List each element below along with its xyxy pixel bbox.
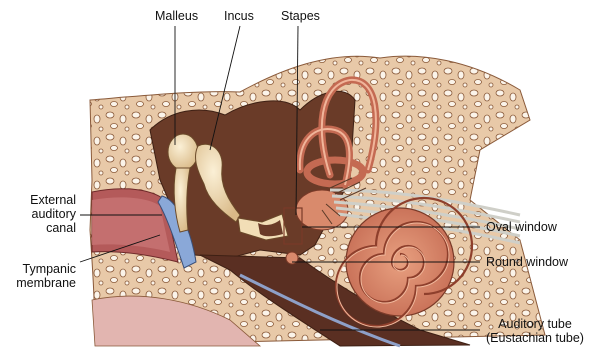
label-oval-window: Oval window bbox=[486, 220, 557, 234]
label-external-line3: canal bbox=[10, 221, 76, 235]
label-tympanic-line2: membrane bbox=[8, 276, 76, 290]
label-auditory-tube: Auditory tube (Eustachian tube) bbox=[486, 317, 584, 345]
label-external-line2: auditory bbox=[10, 207, 76, 221]
label-tympanic-membrane: Tympanic membrane bbox=[8, 262, 76, 290]
label-external-auditory-canal: External auditory canal bbox=[10, 193, 76, 235]
label-stapes: Stapes bbox=[281, 9, 320, 23]
label-incus: Incus bbox=[224, 9, 254, 23]
label-tympanic-line1: Tympanic bbox=[8, 262, 76, 276]
label-round-window: Round window bbox=[486, 255, 568, 269]
label-auditory-line2: (Eustachian tube) bbox=[486, 331, 584, 345]
label-external-line1: External bbox=[10, 193, 76, 207]
label-auditory-line1: Auditory tube bbox=[486, 317, 584, 331]
label-malleus: Malleus bbox=[155, 9, 198, 23]
canal-skin bbox=[92, 197, 170, 252]
